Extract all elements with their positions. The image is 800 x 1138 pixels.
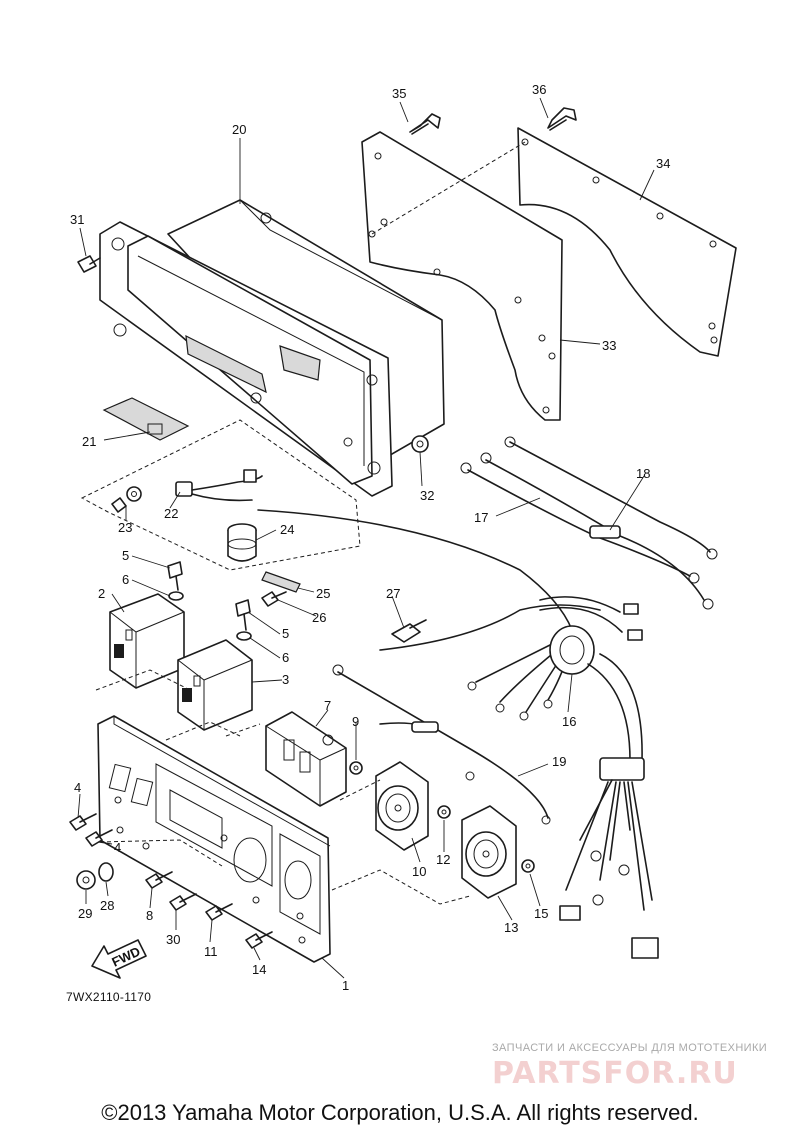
part-25-tape (261, 571, 301, 593)
part-24-sensor (227, 523, 257, 562)
label-21: 21 (82, 434, 96, 449)
label-12: 12 (436, 852, 450, 867)
part-21-label (102, 397, 190, 441)
part-4-screw (69, 813, 113, 847)
label-20: 20 (232, 122, 246, 137)
label-7: 7 (324, 698, 331, 713)
part-9-nut (349, 761, 363, 775)
part-29-nut (76, 870, 96, 890)
part-19-wire (332, 664, 551, 825)
part-27-bolt (391, 619, 427, 643)
label-27: 27 (386, 586, 400, 601)
label-28: 28 (100, 898, 114, 913)
part-7-outlet (265, 711, 347, 807)
part-23-washer (111, 486, 142, 513)
label-6b: 6 (282, 650, 289, 665)
fwd-arrow-icon: FWD (91, 939, 147, 979)
label-13: 13 (504, 920, 518, 935)
part-11-screw (205, 903, 233, 921)
label-30: 30 (166, 932, 180, 947)
label-4b: 4 (114, 840, 121, 855)
part-5-screw (167, 561, 251, 631)
part-3-breaker (177, 639, 253, 731)
part-20-panel-box (99, 199, 445, 497)
part-22-connector (175, 469, 263, 502)
part-32-nut (411, 435, 429, 453)
label-6a: 6 (122, 572, 129, 587)
part-number-labels: 1 2 3 4 4 5 5 6 6 7 8 9 10 11 12 13 14 1… (70, 82, 670, 993)
label-25: 25 (316, 586, 330, 601)
label-34: 34 (656, 156, 670, 171)
label-15: 15 (534, 906, 548, 921)
label-3: 3 (282, 672, 289, 687)
part-13-receptacle (461, 805, 517, 899)
part-33-bracket (361, 131, 563, 421)
part-14-screw (245, 931, 273, 949)
figure-code: 7WX2110-1170 (66, 990, 152, 1004)
label-35: 35 (392, 86, 406, 101)
part-15-nut (521, 859, 535, 873)
label-18: 18 (636, 466, 650, 481)
leader-lines (77, 97, 655, 979)
part-28-washer (98, 862, 114, 882)
label-24: 24 (280, 522, 294, 537)
part-8-screw (145, 871, 173, 889)
copyright-footer: ©2013 Yamaha Motor Corporation, U.S.A. A… (101, 1100, 699, 1125)
label-10: 10 (412, 864, 426, 879)
part-18-wire (480, 436, 718, 610)
part-26-screw (261, 591, 287, 607)
watermark-tagline: ЗАПЧАСТИ И АКСЕССУАРЫ ДЛЯ МОТОТЕХНИКИ (492, 1042, 768, 1054)
label-5b: 5 (282, 626, 289, 641)
part-35-bolt (409, 113, 441, 135)
watermark-logo: PARTSFOR.RU (492, 1056, 738, 1091)
label-9: 9 (352, 714, 359, 729)
label-26: 26 (312, 610, 326, 625)
label-32: 32 (420, 488, 434, 503)
label-31: 31 (70, 212, 84, 227)
label-33: 33 (602, 338, 616, 353)
part-6-washer (168, 591, 252, 641)
part-12-nut (437, 805, 451, 819)
label-23: 23 (118, 520, 132, 535)
label-1: 1 (342, 978, 349, 993)
label-11: 11 (204, 944, 218, 959)
label-17: 17 (474, 510, 488, 525)
label-16: 16 (562, 714, 576, 729)
label-14: 14 (252, 962, 266, 977)
label-8: 8 (146, 908, 153, 923)
label-2: 2 (98, 586, 105, 601)
label-5a: 5 (122, 548, 129, 563)
label-22: 22 (164, 506, 178, 521)
part-2-breaker (109, 593, 185, 689)
part-16-harness (257, 509, 659, 959)
part-31-screw (77, 255, 101, 273)
label-19: 19 (552, 754, 566, 769)
part-36-bolt (547, 107, 577, 131)
label-29: 29 (78, 906, 92, 921)
part-1-front-panel (97, 715, 331, 963)
part-10-receptacle (375, 761, 429, 851)
part-30-screw (169, 893, 197, 911)
part-34-cover-plate (517, 127, 737, 357)
label-4a: 4 (74, 780, 81, 795)
label-36: 36 (532, 82, 546, 97)
